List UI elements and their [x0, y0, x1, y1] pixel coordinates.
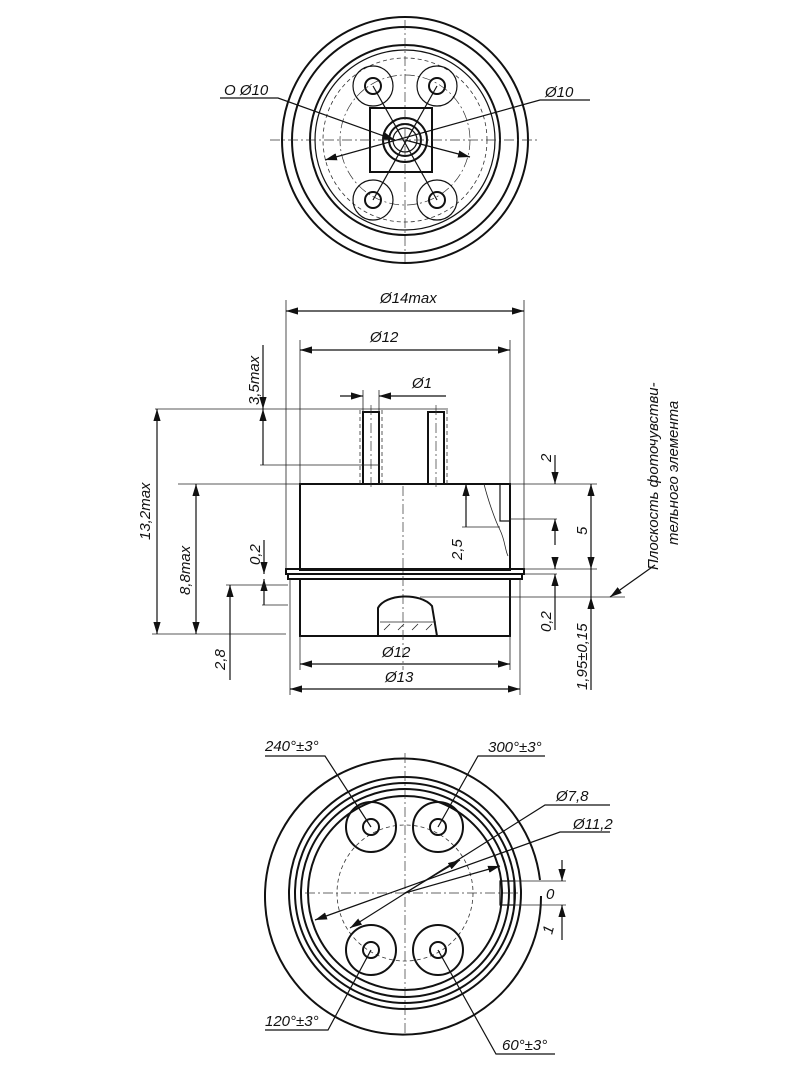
top-label-dia-10: Ø10 [544, 84, 574, 101]
bottom-pin-holes [345, 801, 464, 976]
zero-mark: 0 [546, 886, 555, 903]
dim-5: 5 [574, 526, 591, 535]
dim-2-8: 2,8 [212, 648, 229, 671]
dim-13-2max: 13,2max [137, 482, 154, 540]
angle-300: 300°±3° [488, 739, 542, 756]
dim-3-5max: 3,5max [246, 355, 263, 405]
side-view: Ø14max Ø12 Ø1 3,5max 13,2max 8,8max 0,2 … [137, 290, 682, 695]
angle-120: 120°±3° [265, 1013, 319, 1030]
dim-8-8max: 8,8max [177, 545, 194, 595]
top-pin-holes [352, 65, 458, 221]
bottom-view: 240°±3° 300°±3° 120°±3° 60°±3° Ø7,8 Ø11,… [264, 738, 613, 1055]
top-label-o-dia-10: O Ø10 [224, 82, 269, 99]
angle-60: 60°±3° [502, 1037, 547, 1054]
dim-1-95: 1,95±0,15 [574, 623, 591, 690]
plane-note-line2: тельного элемента [665, 401, 682, 545]
dim-dia-7-8: Ø7,8 [555, 788, 589, 805]
dim-dia-12-top: Ø12 [369, 329, 399, 346]
dim-dia-1: Ø1 [411, 375, 432, 392]
dim-0-2-left: 0,2 [247, 543, 264, 565]
angle-240: 240°±3° [264, 738, 319, 755]
key-dim-1: 1 [539, 924, 558, 936]
dim-0-2-right: 0,2 [538, 610, 555, 632]
dim-dia-14max: Ø14max [379, 290, 437, 307]
dim-dia-12-bottom: Ø12 [381, 644, 411, 661]
dim-2-5: 2,5 [449, 538, 466, 561]
top-view: O Ø10 Ø10 [220, 16, 590, 264]
dim-2: 2 [538, 453, 555, 463]
dim-dia-11-2: Ø11,2 [572, 816, 613, 833]
dim-dia-13: Ø13 [384, 669, 414, 686]
plane-note-line1: Плоскость фоточувстви- [645, 382, 662, 570]
